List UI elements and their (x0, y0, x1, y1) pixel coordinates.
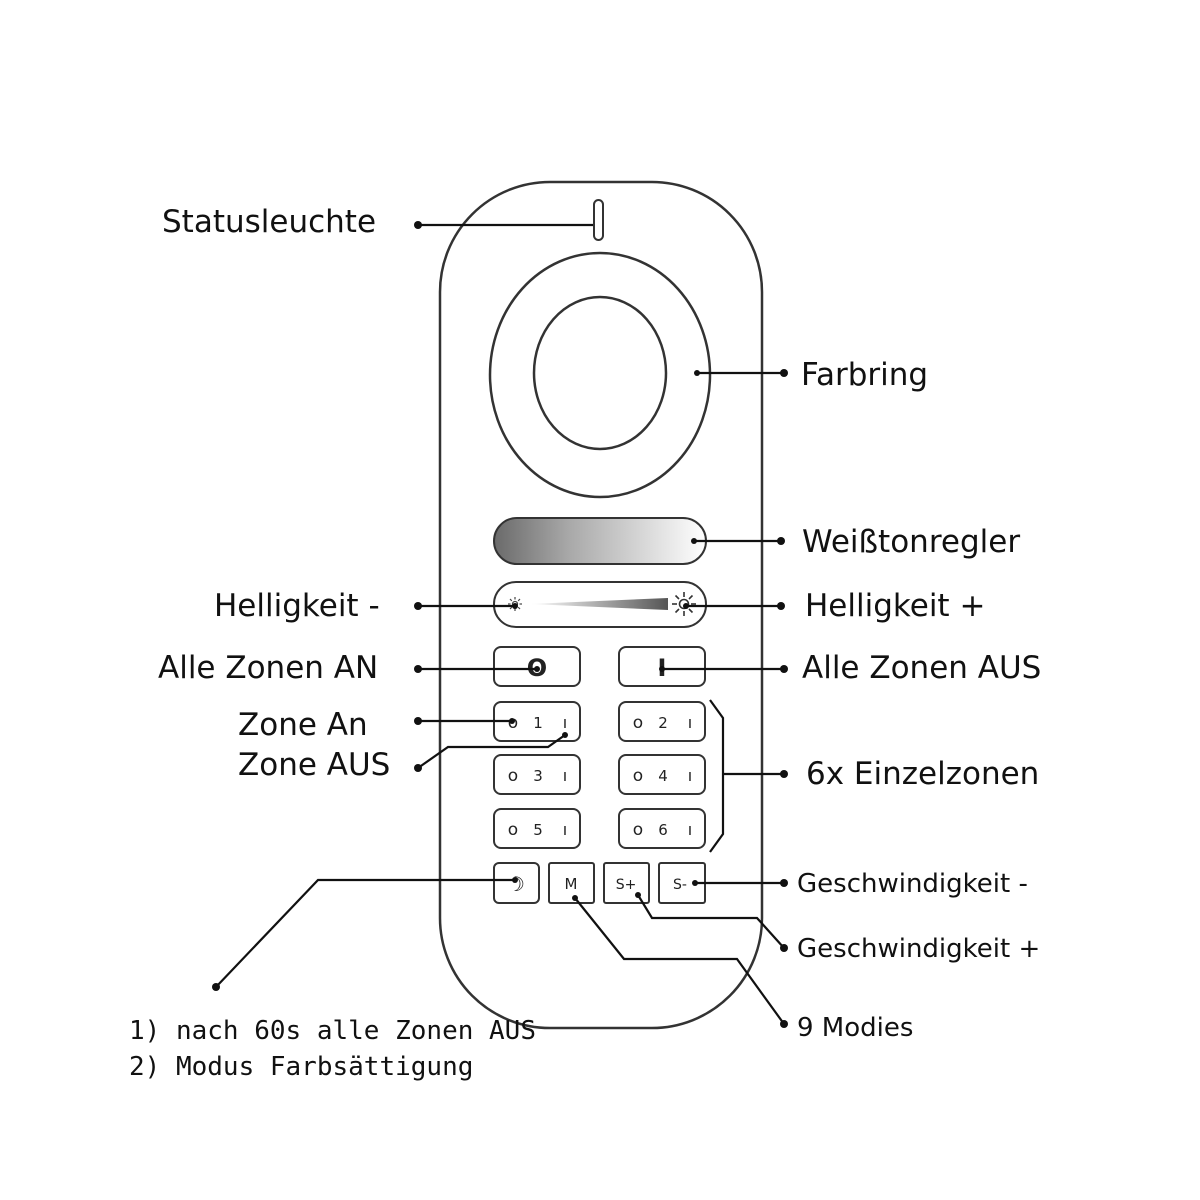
note-1: 1) nach 60s alle Zonen AUS (129, 1016, 536, 1046)
white-tone-slider[interactable] (493, 517, 707, 565)
moon-icon: ☽ (507, 872, 525, 896)
zone-6-number: 6 (658, 821, 668, 839)
zone-3-off-symbol: ı (563, 766, 567, 785)
zone-4-number: 4 (658, 767, 668, 785)
leader-zone-aus (417, 734, 566, 769)
status-light (593, 199, 604, 241)
label-modies: 9 Modies (797, 1013, 914, 1043)
note-2: 2) Modus Farbsättigung (129, 1052, 474, 1082)
zone-5-button[interactable] (493, 808, 581, 849)
label-helligkeit-plus: Helligkeit + (805, 588, 986, 624)
label-alle-zonen-an: Alle Zonen AN (158, 650, 379, 686)
einzelzonen-bracket (709, 699, 725, 853)
zone-6-on-symbol: o (633, 820, 643, 840)
zone-2-button[interactable] (618, 701, 706, 742)
zone-3-button[interactable] (493, 754, 581, 795)
night-button[interactable] (493, 862, 540, 904)
label-farbring: Farbring (801, 357, 929, 393)
label-zone-an: Zone An (238, 707, 368, 743)
zone-4-off-symbol: ı (688, 766, 692, 785)
label-statusleuchte: Statusleuchte (162, 204, 377, 240)
zone-3-number: 3 (533, 767, 543, 785)
zone-6-off-symbol: ı (688, 820, 692, 839)
leader-night (215, 878, 515, 988)
leader-geschwindigkeit-plus (637, 894, 785, 949)
label-helligkeit-minus: Helligkeit - (214, 588, 380, 624)
leader-dots (212, 221, 788, 1028)
zone-buttons: o1ıo2ıo3ıo4ıo5ıo6ı (493, 701, 706, 849)
brightness-wedge (530, 598, 668, 610)
zone-5-number: 5 (533, 821, 543, 839)
label-alle-zonen-aus: Alle Zonen AUS (802, 650, 1042, 686)
zone-1-off-symbol: ı (563, 713, 567, 732)
mode-button[interactable] (548, 862, 595, 904)
zone-1-number: 1 (533, 714, 543, 732)
zone-3-on-symbol: o (508, 766, 518, 786)
color-ring-inner (532, 295, 668, 451)
leader-modies (574, 897, 785, 1025)
label-einzelzonen: 6x Einzelzonen (806, 756, 1040, 792)
zone-5-on-symbol: o (508, 820, 518, 840)
mode-button-label: M (565, 875, 578, 893)
leader-lines (215, 223, 785, 1025)
zone-2-off-symbol: ı (688, 713, 692, 732)
speed-plus-label: S+ (616, 877, 637, 893)
zone-2-on-symbol: o (633, 713, 643, 733)
zone-5-off-symbol: ı (563, 820, 567, 839)
label-geschwindigkeit-minus: Geschwindigkeit - (797, 869, 1028, 899)
zone-6-button[interactable] (618, 808, 706, 849)
label-weisstonregler: Weißtonregler (802, 524, 1021, 560)
speed-minus-label: S- (673, 877, 687, 893)
label-zone-aus: Zone AUS (238, 747, 391, 783)
zone-2-number: 2 (658, 714, 668, 732)
zone-4-button[interactable] (618, 754, 706, 795)
label-geschwindigkeit-plus: Geschwindigkeit + (797, 934, 1041, 964)
zone-4-on-symbol: o (633, 766, 643, 786)
